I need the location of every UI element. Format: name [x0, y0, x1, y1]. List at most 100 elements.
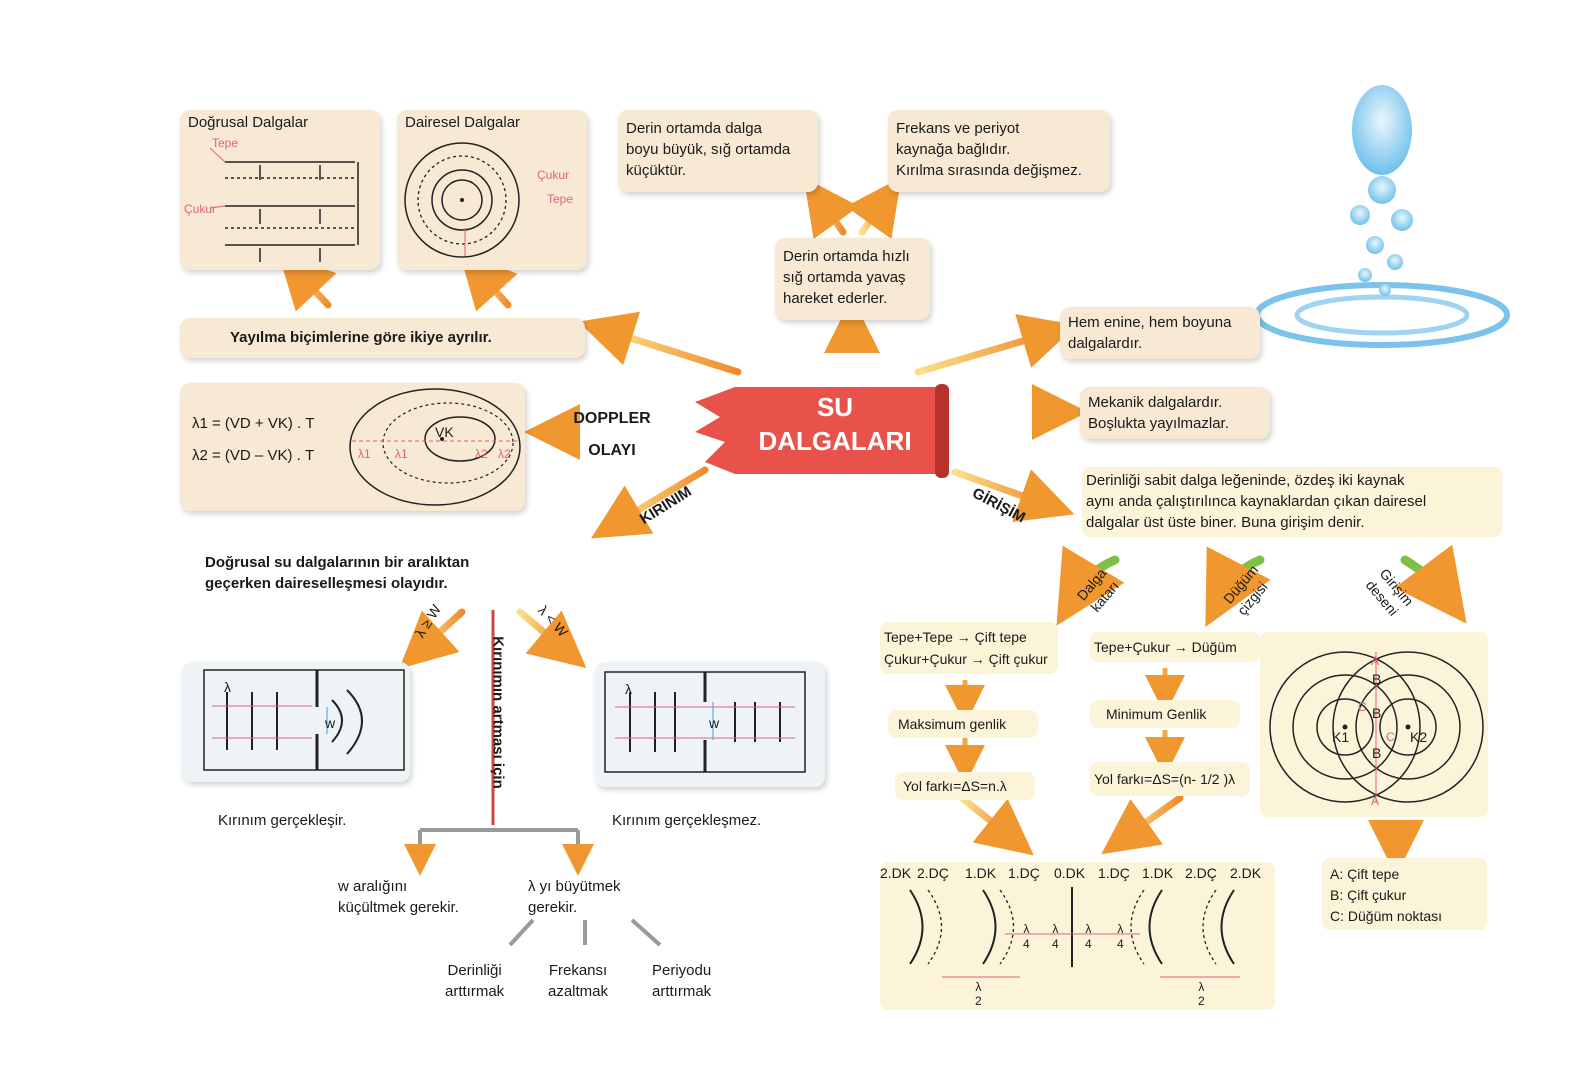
arrow-to-frequency: [845, 177, 902, 240]
propagation-summary-text: Yayılma biçimlerine göre ikiye ayrılır.: [230, 329, 492, 346]
doppler-vk: VK: [435, 424, 454, 440]
linear-waves-box: Doğrusal Dalgalar Tepe Çukur: [180, 110, 380, 270]
quarter-2: λ 4: [1052, 922, 1059, 951]
wavelength-box: Derin ortamda dalga boyu büyük, sığ orta…: [618, 110, 818, 192]
arrow-col2-down: [1101, 794, 1184, 855]
sub-option-frequency: Frekansı azaltmak: [548, 962, 609, 1000]
transverse-box: Hem enine, hem boyuna dalgalardır.: [1060, 307, 1260, 359]
arrow-branch-2: [1205, 546, 1271, 627]
circular-tepe-label: Tepe: [547, 192, 574, 206]
doppler-l1a: λ1: [358, 447, 371, 461]
diffraction-definition: Doğrusal su dalgalarının bir aralıktan g…: [205, 554, 470, 592]
arrow-to-diffraction: [590, 466, 709, 539]
diffraction-happens-text: Kırınım gerçekleşir.: [218, 812, 347, 829]
arrow-to-interference: [951, 468, 1075, 523]
arrow-to-propagation: [578, 311, 742, 376]
circular-cukur-label: Çukur: [537, 168, 570, 182]
col2-amp-box: Minimum Genlik: [1090, 700, 1240, 728]
quarter-4: λ 4: [1117, 922, 1124, 951]
interference-definition-box: Derinliği sabit dalga leğeninde, özdeş i…: [1082, 467, 1502, 537]
pattern-k1: K1: [1332, 729, 1350, 745]
pattern-box: K1 K2 A A B B B C C: [1260, 632, 1488, 817]
col1-amp-box: Maksimum genlik: [888, 710, 1038, 738]
half-2: λ 2: [1198, 980, 1205, 1008]
col1-path-box: Yol farkı=ΔS=n.λ: [895, 772, 1035, 800]
pattern-b-mid: B: [1372, 705, 1382, 721]
line-label-7: 2.DÇ: [1185, 865, 1217, 881]
linear-waves-title: Doğrusal Dalgalar: [188, 114, 309, 131]
doppler-l2a: λ2: [475, 447, 488, 461]
line-label-2: 1.DK: [965, 865, 997, 881]
diffraction-not-lambda: λ: [625, 681, 632, 697]
pattern-k2: K2: [1410, 729, 1428, 745]
col2-amp: Minimum Genlik: [1106, 706, 1207, 722]
center-title-line1: SU: [816, 392, 854, 422]
transverse-text: Hem enine, hem boyuna dalgalardır.: [1068, 314, 1232, 352]
doppler-eq1: λ1 = (VD + VK) . T: [192, 415, 315, 432]
diffraction-not-text: Kırınım gerçekleşmez.: [612, 812, 762, 829]
arrow-col1-down: [958, 794, 1034, 856]
diffraction-happens-w: w: [325, 715, 336, 731]
legend-box: A: Çift tepe B: Çift çukur C: Düğüm nokt…: [1322, 858, 1487, 930]
diffraction-not-w: w: [709, 715, 720, 731]
linear-tepe-label: Tepe: [212, 136, 239, 150]
col2-rule: Tepe+Çukur → Düğüm: [1094, 639, 1237, 655]
doppler-label: DOPPLER OLAYI: [573, 410, 651, 459]
arrow-to-circular: [459, 251, 518, 312]
col1-rule: Tepe+Tepe → Çift tepe Çukur+Çukur → Çift…: [884, 629, 1048, 667]
pattern-a-bottom: A: [1371, 794, 1380, 808]
center-banner: SU DALGALARI: [695, 382, 957, 480]
water-splash-icon: [1254, 85, 1510, 348]
doppler-diagram: [349, 388, 521, 506]
doppler-l2b: λ2: [498, 447, 511, 461]
sub-option-depth: Derinliği arttırmak: [445, 962, 505, 1000]
wavelength-text: Derin ortamda dalga boyu büyük, sığ orta…: [626, 120, 791, 179]
line-label-5: 1.DÇ: [1098, 865, 1130, 881]
quarter-3: λ 4: [1085, 922, 1092, 951]
line-label-4: 0.DK: [1054, 865, 1086, 881]
pattern-legend: A: Çift tepe B: Çift çukur C: Düğüm nokt…: [1330, 866, 1443, 924]
arrow-to-linear: [277, 251, 337, 312]
option-narrow-gap: w aralığını küçültmek gerekir.: [338, 878, 459, 916]
col2-path-box: Yol farkı=ΔS=(n- 1/2 )λ: [1090, 762, 1250, 796]
arrow-cond-left: [399, 608, 466, 669]
pattern-c-right: C: [1386, 730, 1395, 744]
circular-waves-title: Dairesel Dalgalar: [405, 114, 521, 131]
doppler-eq2: λ2 = (VD – VK) . T: [192, 447, 315, 464]
line-label-8: 2.DK: [1230, 865, 1262, 881]
line-label-6: 1.DK: [1142, 865, 1174, 881]
propagation-summary-box: Yayılma biçimlerine göre ikiye ayrılır.: [180, 318, 585, 358]
interference-definition: Derinliği sabit dalga leğeninde, özdeş i…: [1086, 472, 1427, 531]
circular-waves-diagram: [404, 142, 520, 258]
pattern-b-top: B: [1372, 671, 1382, 687]
diffraction-happens-diagram: [203, 669, 405, 771]
col1-path: Yol farkı=ΔS=n.λ: [903, 778, 1007, 794]
line-label-1: 2.DÇ: [917, 865, 949, 881]
mechanical-text: Mekanik dalgalardır. Boşlukta yayılmazla…: [1088, 394, 1229, 432]
pattern-diagram: [1269, 651, 1484, 803]
lines-diagram: [909, 887, 1240, 978]
line-label-3: 1.DÇ: [1008, 865, 1040, 881]
arrow-to-transverse: [914, 314, 1077, 376]
diffraction-happens-box: λ w: [182, 662, 410, 782]
pattern-b-bottom: B: [1372, 745, 1382, 761]
arrow-branch-1: [1056, 545, 1125, 626]
arrow-to-wavelength: [803, 177, 860, 240]
frequency-text: Frekans ve periyot kaynağa bağlıdır. Kır…: [896, 120, 1082, 179]
line-label-0: 2.DK: [880, 865, 912, 881]
sub-option-period: Periyodu arttırmak: [652, 962, 712, 1000]
arrow-branch-3: [1394, 544, 1467, 624]
quarter-1: λ 4: [1023, 922, 1030, 951]
diffraction-happens-lambda: λ: [224, 679, 231, 695]
option-increase-lambda: λ yı büyütmek gerekir.: [528, 878, 621, 916]
lines-box: 2.DK 2.DÇ 1.DK 1.DÇ 0.DK 1.DÇ 1.DK 2.DÇ …: [880, 862, 1275, 1010]
col2-rule-box: Tepe+Çukur → Düğüm: [1090, 632, 1260, 662]
col1-amp: Maksimum genlik: [898, 716, 1007, 732]
frequency-box: Frekans ve periyot kaynağa bağlıdır. Kır…: [888, 110, 1110, 192]
circular-waves-box: Dairesel Dalgalar Çukur Tepe: [397, 110, 587, 270]
pattern-a-top: A: [1371, 654, 1380, 668]
arrow-cond-right: [516, 608, 587, 669]
linear-cukur-label: Çukur: [184, 202, 217, 216]
speed-box: Derin ortamda hızlı sığ ortamda yavaş ha…: [775, 238, 930, 320]
diffraction-not-box: λ w: [595, 662, 825, 787]
